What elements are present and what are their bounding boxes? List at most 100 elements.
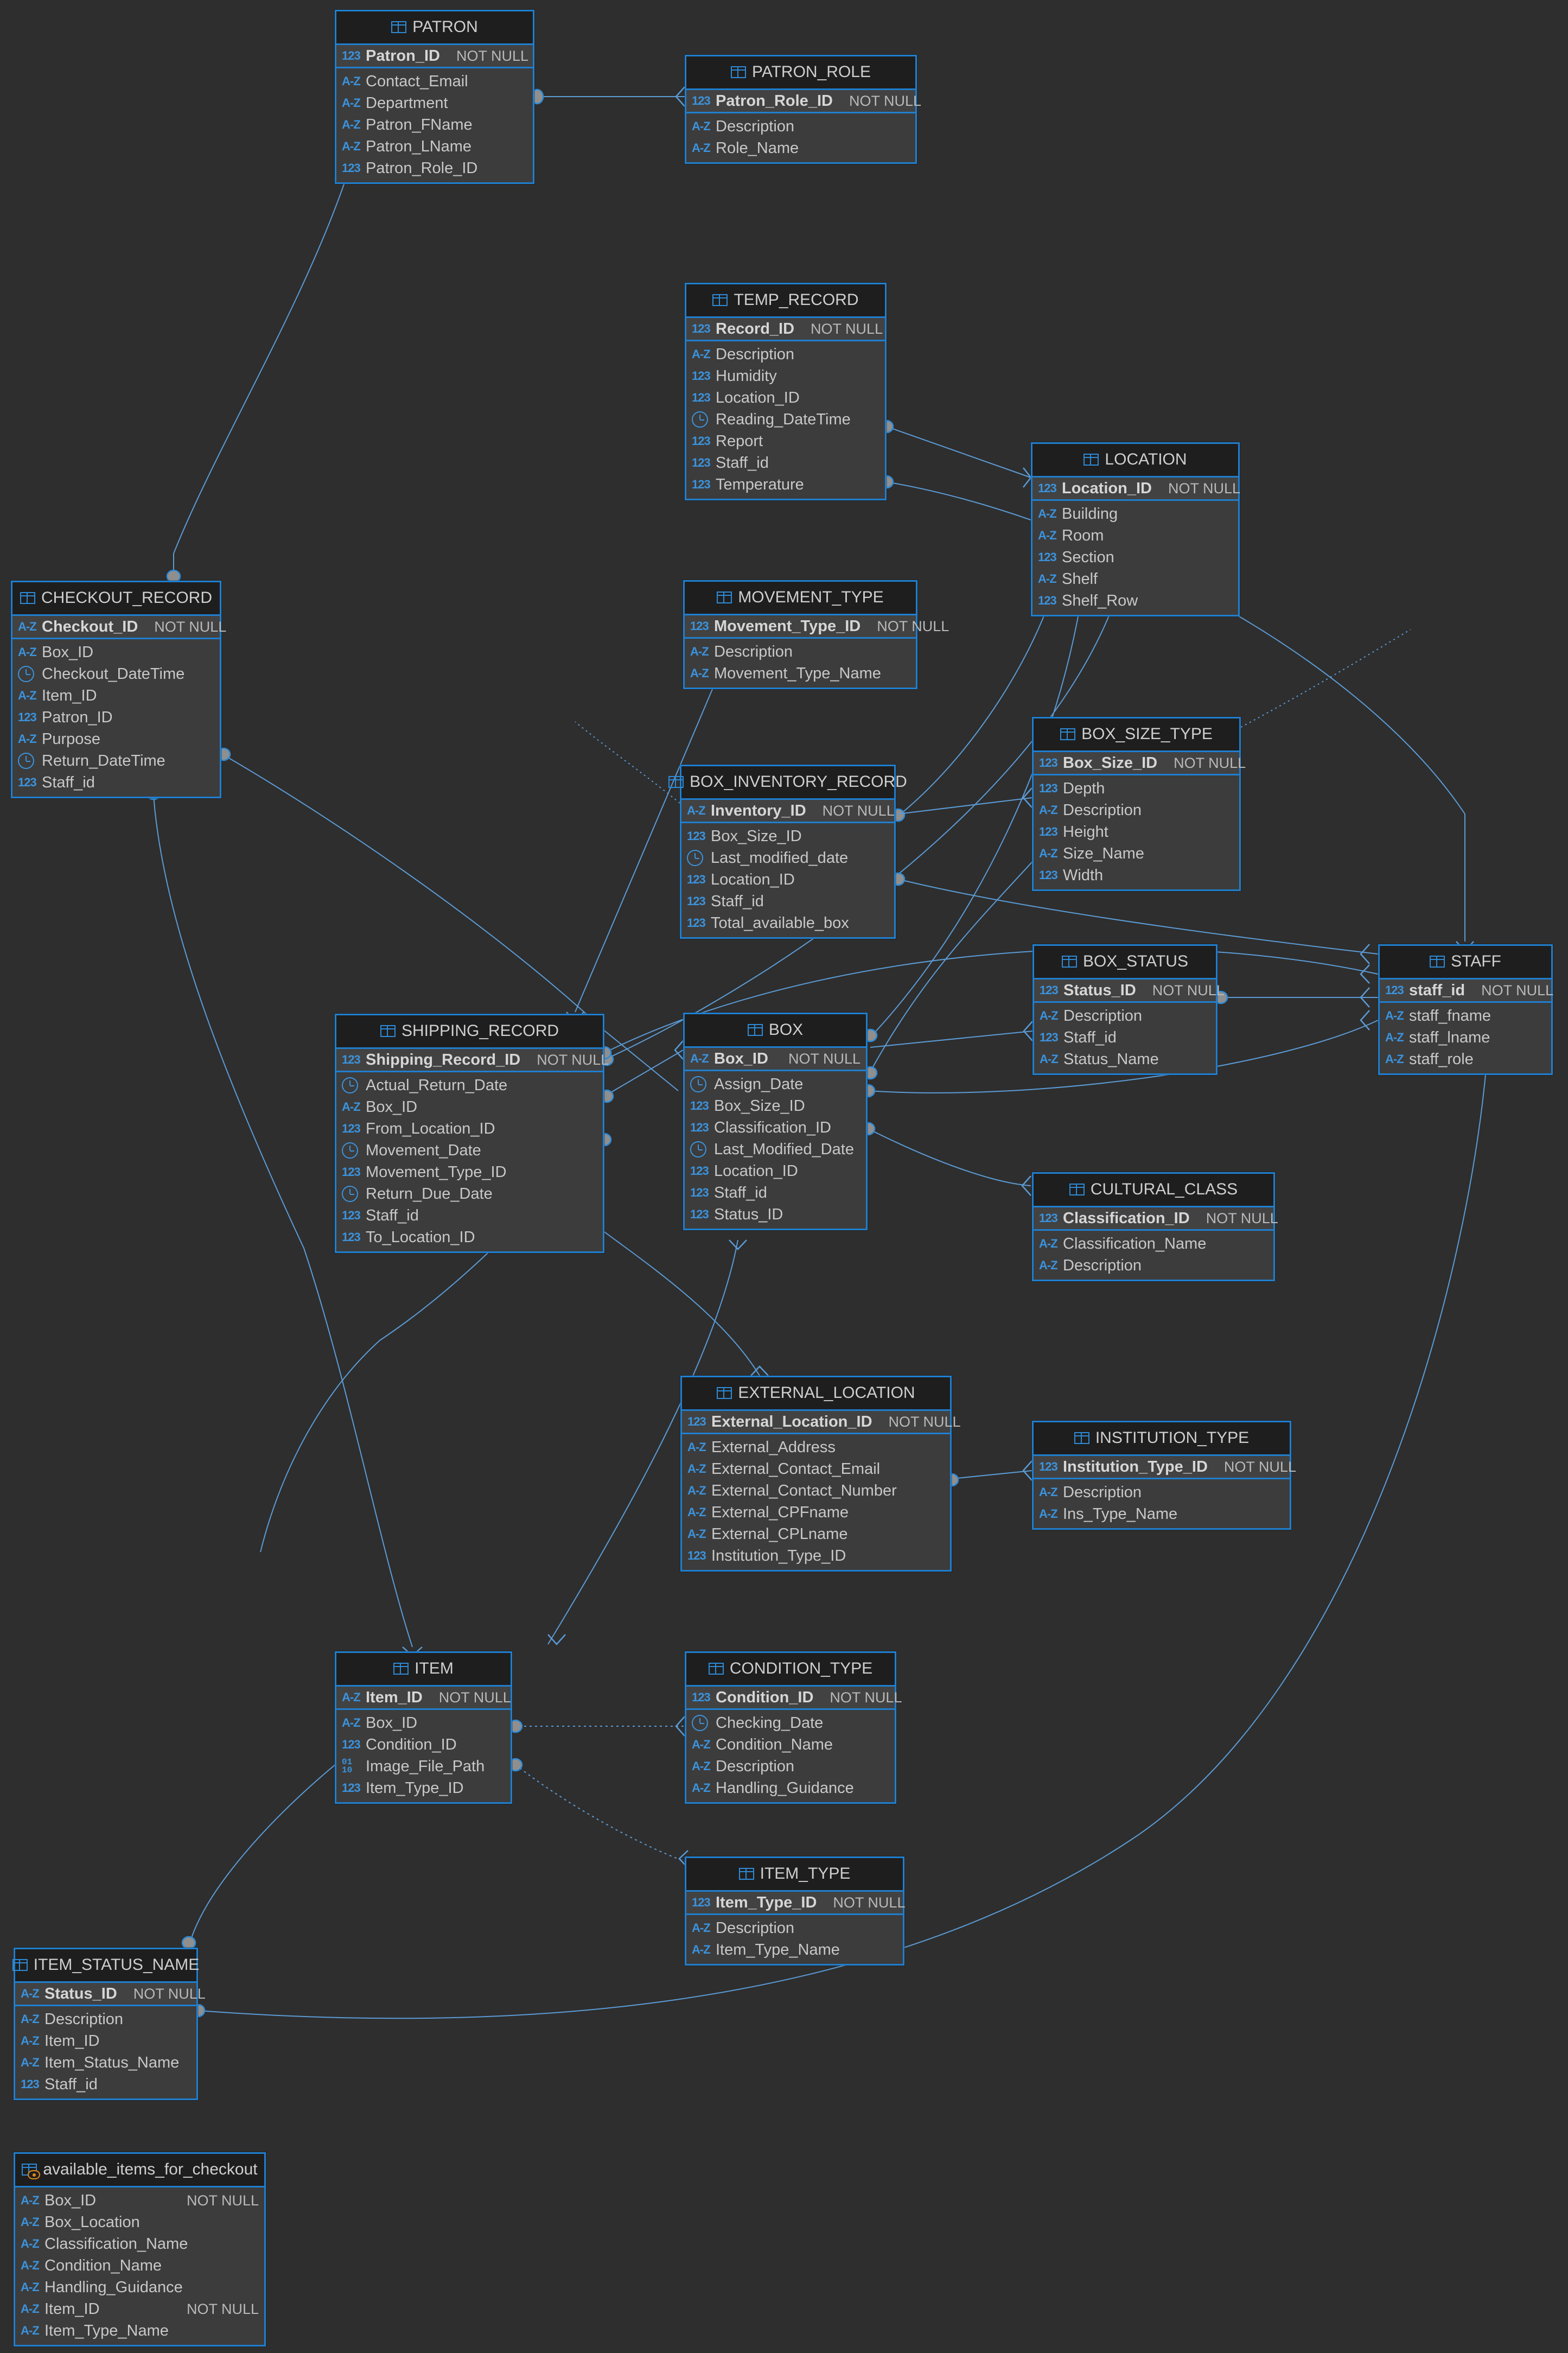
- table-header[interactable]: BOX: [685, 1014, 866, 1048]
- table-header[interactable]: ITEM_TYPE: [686, 1858, 903, 1892]
- table-header[interactable]: BOX_STATUS: [1034, 946, 1216, 980]
- table-header[interactable]: CONDITION_TYPE: [686, 1653, 895, 1687]
- table-header[interactable]: MOVEMENT_TYPE: [685, 582, 916, 615]
- table-header[interactable]: INSTITUTION_TYPE: [1034, 1422, 1290, 1456]
- column-row[interactable]: Checking_Date: [686, 1712, 895, 1734]
- column-row[interactable]: Checkout_DateTime: [12, 663, 220, 685]
- column-row[interactable]: Movement_Date: [336, 1140, 603, 1161]
- table-header[interactable]: PATRON: [336, 11, 533, 45]
- column-row[interactable]: Assign_Date: [685, 1073, 866, 1095]
- column-row[interactable]: Last_Modified_Date: [685, 1139, 866, 1160]
- table-header[interactable]: PATRON_ROLE: [686, 56, 915, 90]
- column-row[interactable]: Last_modified_date: [681, 847, 894, 869]
- table-header[interactable]: ITEM: [336, 1653, 511, 1687]
- table-header[interactable]: BOX_INVENTORY_RECORD: [668, 766, 907, 800]
- column-row[interactable]: Reading_DateTime: [686, 409, 885, 430]
- table-header[interactable]: LOCATION: [1032, 444, 1238, 478]
- table-header[interactable]: STAFF: [1380, 946, 1551, 980]
- table-header[interactable]: CULTURAL_CLASS: [1034, 1174, 1273, 1207]
- table-header[interactable]: SHIPPING_RECORD: [336, 1015, 603, 1049]
- table-header[interactable]: ITEM_STATUS_NAME: [12, 1949, 199, 1983]
